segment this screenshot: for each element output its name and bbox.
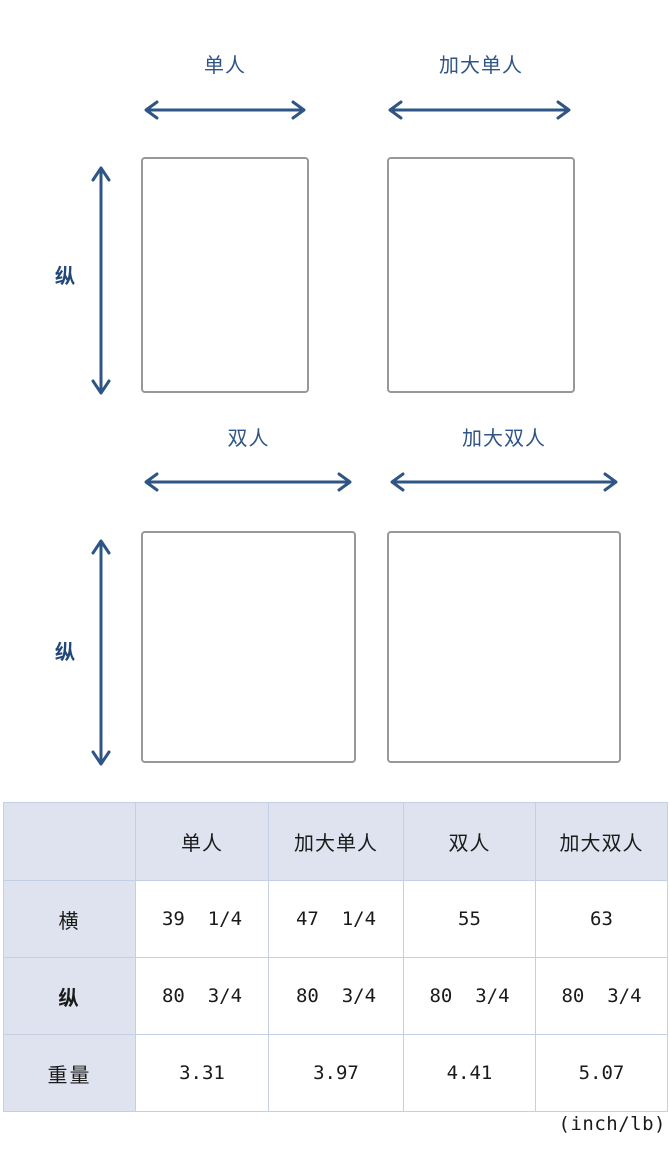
cell-length-single: 80 3/4 [135,957,269,1035]
table-col-header-single: 单人 [135,802,269,881]
mattress-rect-super-single [387,157,575,393]
unit-note: (inch/lb) [558,1113,666,1135]
cell-weight-single: 3.31 [135,1034,269,1112]
height-arrow-row-1 [91,166,111,395]
mattress-rect-single [141,157,309,393]
table-row: 横 39 1/4 47 1/4 55 63 [3,880,668,958]
width-arrow-single [144,100,306,120]
cell-width-queen: 63 [535,880,668,958]
width-arrow-super-single [388,100,571,120]
cell-weight-queen: 5.07 [535,1034,668,1112]
mattress-rect-queen [387,531,621,763]
width-arrow-queen [390,472,618,492]
table-header-row: 单人 加大单人 双人 加大双人 [3,802,668,881]
row-header-weight: 重量 [3,1034,136,1112]
size-spec-table: 单人 加大单人 双人 加大双人 横 39 1/4 47 1/4 55 63 纵 … [3,802,668,1112]
table-corner-cell [3,802,136,881]
width-arrow-double [144,472,352,492]
size-label-single: 单人 [204,55,246,77]
cell-weight-super-single: 3.97 [268,1034,404,1112]
row-header-length: 纵 [3,957,136,1035]
cell-length-super-single: 80 3/4 [268,957,404,1035]
table-row: 纵 80 3/4 80 3/4 80 3/4 80 3/4 [3,957,668,1035]
table-col-header-queen: 加大双人 [535,802,668,881]
cell-length-double: 80 3/4 [403,957,536,1035]
mattress-rect-double [141,531,356,763]
table-row: 重量 3.31 3.97 4.41 5.07 [3,1034,668,1112]
height-axis-label-row-1: 纵 [55,266,75,288]
row-header-width: 横 [3,880,136,958]
table-col-header-super-single: 加大单人 [268,802,404,881]
size-label-super-single: 加大单人 [439,55,523,77]
mattress-diagram: 单人 加大单人 双人 加大双人 [55,55,621,766]
cell-width-double: 55 [403,880,536,958]
size-label-queen: 加大双人 [462,428,546,450]
height-axis-label-row-2: 纵 [55,642,75,664]
cell-weight-double: 4.41 [403,1034,536,1112]
table-col-header-double: 双人 [403,802,536,881]
cell-width-single: 39 1/4 [135,880,269,958]
cell-length-queen: 80 3/4 [535,957,668,1035]
size-label-double: 双人 [227,428,270,450]
height-arrow-row-2 [91,539,111,766]
cell-width-super-single: 47 1/4 [268,880,404,958]
